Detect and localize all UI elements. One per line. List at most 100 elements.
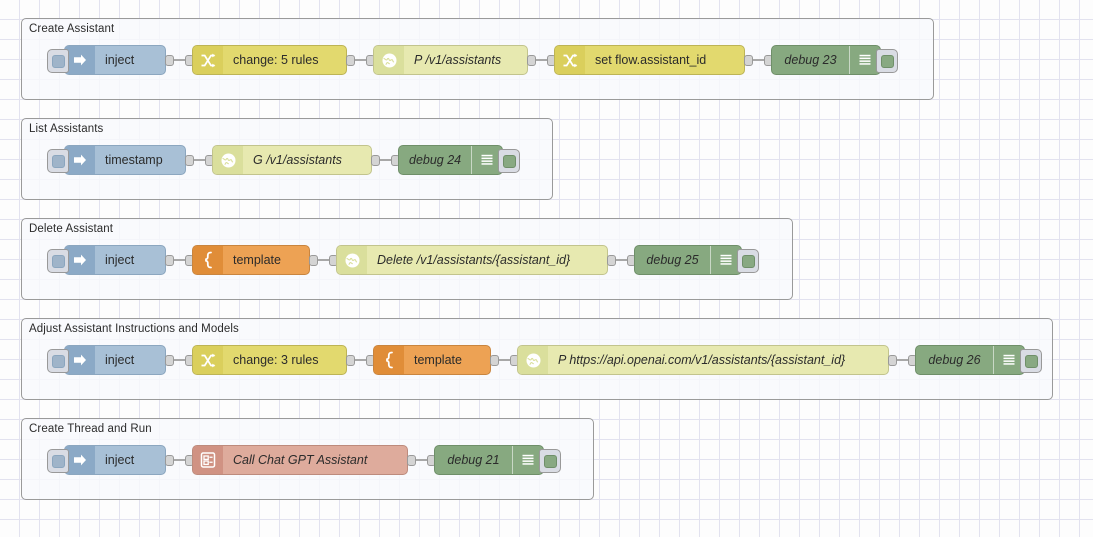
node-label: inject xyxy=(105,53,135,67)
node-label: G /v1/assistants xyxy=(253,153,342,167)
node-debug[interactable]: debug 23 xyxy=(771,45,898,75)
wire xyxy=(355,359,367,361)
node-change[interactable]: change: 3 rules xyxy=(192,345,347,375)
globe-icon xyxy=(337,246,367,274)
node-inject[interactable]: inject xyxy=(47,245,166,275)
debug-toggle-button[interactable] xyxy=(876,49,898,73)
node-output-port[interactable] xyxy=(744,55,753,66)
node-http-request[interactable]: P /v1/assistants xyxy=(373,45,528,75)
change-shuffle-icon xyxy=(555,46,585,74)
wire xyxy=(499,359,511,361)
inject-trigger-button[interactable] xyxy=(47,149,69,173)
wire xyxy=(897,359,909,361)
node-http-request[interactable]: G /v1/assistants xyxy=(212,145,372,175)
group-label: Create Assistant xyxy=(29,23,115,35)
inject-arrow-icon xyxy=(65,246,95,274)
wire xyxy=(174,59,186,61)
node-debug[interactable]: debug 25 xyxy=(634,245,759,275)
debug-lines-icon xyxy=(710,246,741,274)
node-change[interactable]: set flow.assistant_id xyxy=(554,45,745,75)
inject-arrow-icon xyxy=(65,346,95,374)
node-inject[interactable]: inject xyxy=(47,345,166,375)
node-label: P /v1/assistants xyxy=(414,53,502,67)
node-output-port[interactable] xyxy=(309,255,318,266)
debug-lines-icon xyxy=(993,346,1024,374)
node-debug[interactable]: debug 21 xyxy=(434,445,561,475)
debug-toggle-button[interactable] xyxy=(737,249,759,273)
node-label: template xyxy=(233,253,281,267)
node-label: Delete /v1/assistants/{assistant_id} xyxy=(377,253,571,267)
group-label: Delete Assistant xyxy=(29,223,114,235)
change-shuffle-icon xyxy=(193,346,223,374)
node-output-port[interactable] xyxy=(888,355,897,366)
change-shuffle-icon xyxy=(193,46,223,74)
node-http-request[interactable]: Delete /v1/assistants/{assistant_id} xyxy=(336,245,608,275)
node-label: inject xyxy=(105,453,135,467)
chatgpt-list-icon xyxy=(193,446,223,474)
node-output-port[interactable] xyxy=(607,255,616,266)
group-label: Adjust Assistant Instructions and Models xyxy=(29,323,239,335)
node-output-port[interactable] xyxy=(165,255,174,266)
node-label: Call Chat GPT Assistant xyxy=(233,453,368,467)
node-label: timestamp xyxy=(105,153,163,167)
wire xyxy=(616,259,628,261)
node-label: change: 3 rules xyxy=(233,353,319,367)
template-brace-icon xyxy=(374,346,404,374)
group-label: List Assistants xyxy=(29,123,104,135)
node-http-request[interactable]: P https://api.openai.com/v1/assistants/{… xyxy=(517,345,889,375)
node-output-port[interactable] xyxy=(527,55,536,66)
inject-trigger-button[interactable] xyxy=(47,49,69,73)
node-chatgpt-assistant[interactable]: Call Chat GPT Assistant xyxy=(192,445,408,475)
node-output-port[interactable] xyxy=(346,355,355,366)
inject-trigger-button[interactable] xyxy=(47,449,69,473)
group-label: Create Thread and Run xyxy=(29,423,152,435)
wire xyxy=(355,59,367,61)
node-debug[interactable]: debug 24 xyxy=(398,145,520,175)
wire xyxy=(536,59,548,61)
wire xyxy=(753,59,765,61)
node-template[interactable]: template xyxy=(192,245,310,275)
node-inject[interactable]: timestamp xyxy=(47,145,186,175)
inject-arrow-icon xyxy=(65,446,95,474)
inject-trigger-button[interactable] xyxy=(47,249,69,273)
node-inject[interactable]: inject xyxy=(47,445,166,475)
debug-lines-icon xyxy=(471,146,502,174)
node-debug[interactable]: debug 26 xyxy=(915,345,1042,375)
debug-lines-icon xyxy=(512,446,543,474)
debug-toggle-button[interactable] xyxy=(539,449,561,473)
node-template[interactable]: template xyxy=(373,345,491,375)
wire xyxy=(380,159,392,161)
wire xyxy=(174,459,186,461)
debug-toggle-button[interactable] xyxy=(498,149,520,173)
node-label: set flow.assistant_id xyxy=(595,53,707,67)
wire xyxy=(318,259,330,261)
node-label: debug 24 xyxy=(409,153,462,167)
node-output-port[interactable] xyxy=(165,355,174,366)
node-change[interactable]: change: 5 rules xyxy=(192,45,347,75)
node-output-port[interactable] xyxy=(407,455,416,466)
node-output-port[interactable] xyxy=(490,355,499,366)
wire xyxy=(194,159,206,161)
node-label: inject xyxy=(105,353,135,367)
globe-icon xyxy=(518,346,548,374)
node-label: debug 25 xyxy=(646,253,699,267)
node-label: template xyxy=(414,353,462,367)
node-label: debug 21 xyxy=(447,453,500,467)
inject-arrow-icon xyxy=(65,146,95,174)
node-label: debug 23 xyxy=(784,53,837,67)
debug-toggle-button[interactable] xyxy=(1020,349,1042,373)
inject-arrow-icon xyxy=(65,46,95,74)
node-output-port[interactable] xyxy=(165,455,174,466)
node-label: debug 26 xyxy=(928,353,981,367)
globe-icon xyxy=(374,46,404,74)
inject-trigger-button[interactable] xyxy=(47,349,69,373)
node-inject[interactable]: inject xyxy=(47,45,166,75)
node-output-port[interactable] xyxy=(346,55,355,66)
node-output-port[interactable] xyxy=(185,155,194,166)
globe-icon xyxy=(213,146,243,174)
node-label: P https://api.openai.com/v1/assistants/{… xyxy=(558,353,846,367)
node-output-port[interactable] xyxy=(371,155,380,166)
node-output-port[interactable] xyxy=(165,55,174,66)
debug-lines-icon xyxy=(849,46,880,74)
